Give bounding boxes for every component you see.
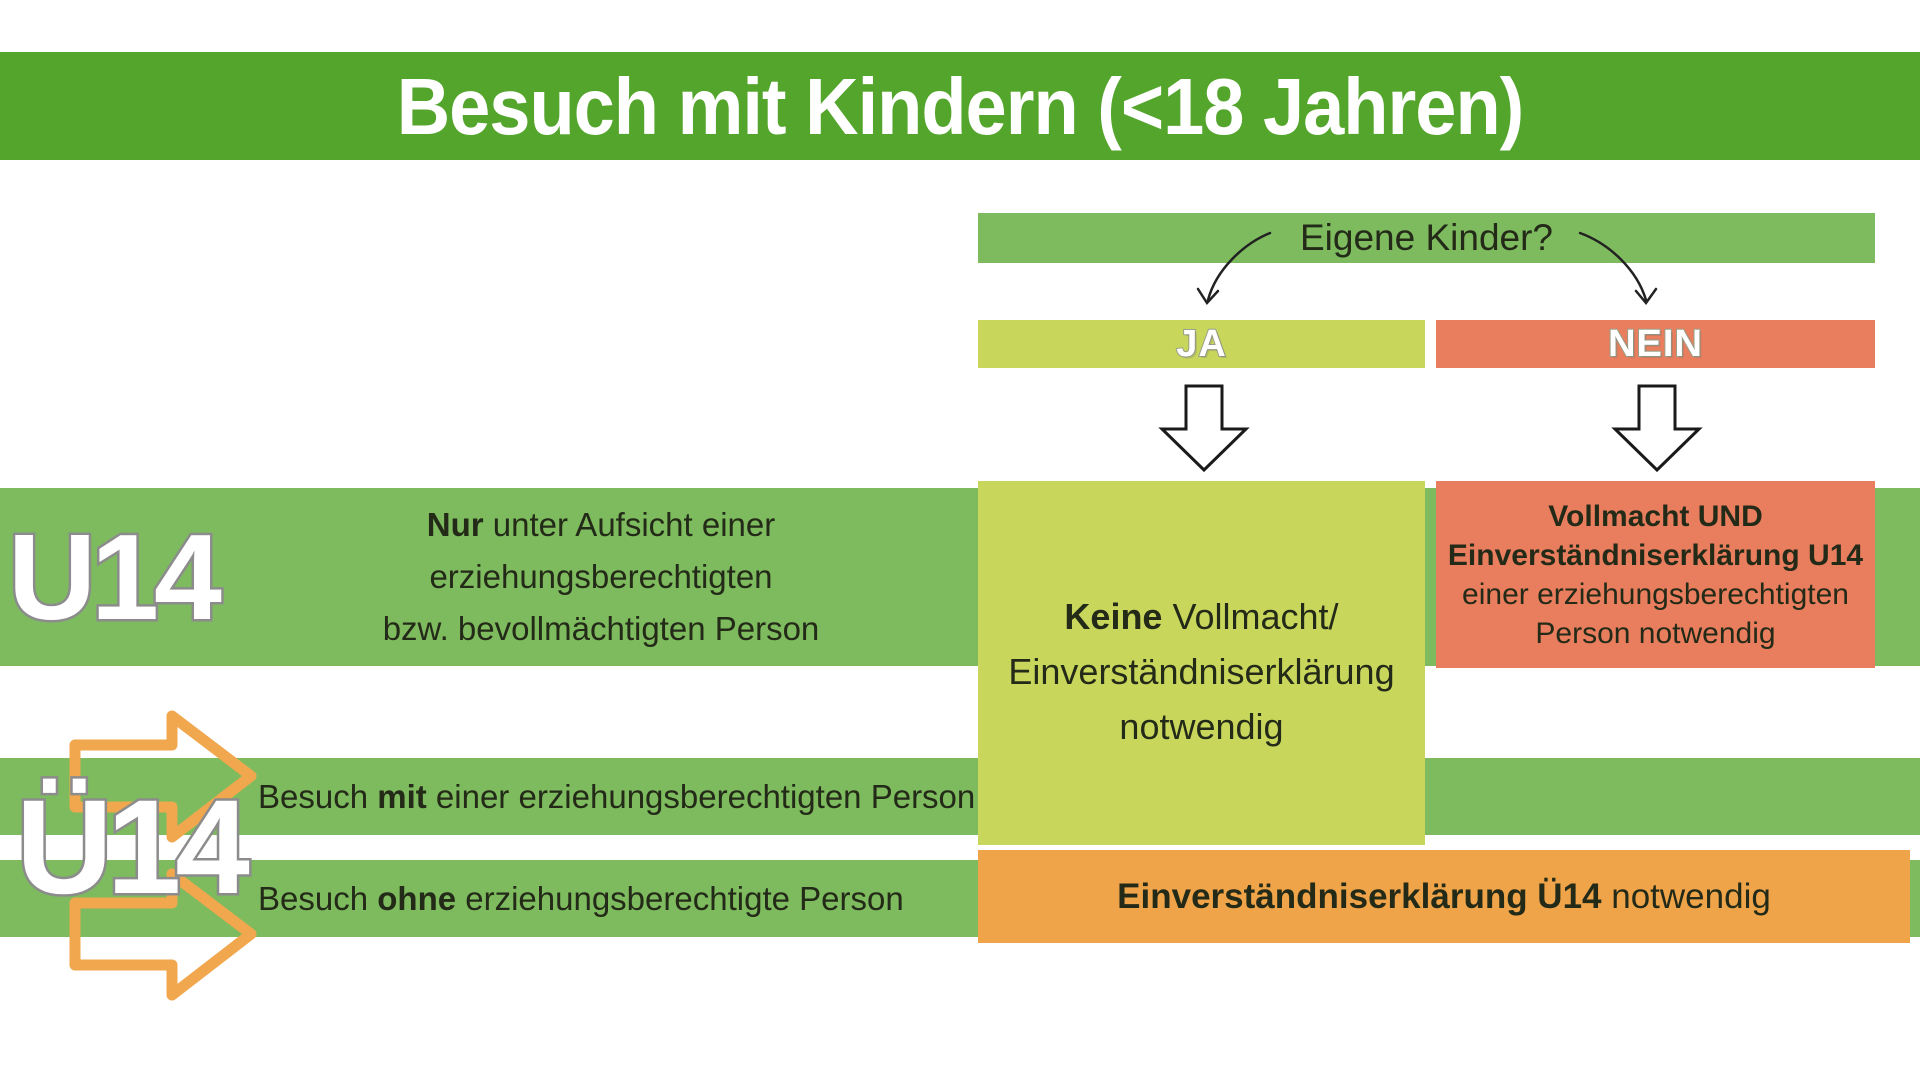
answer-no-bar: NEIN [1436, 320, 1875, 368]
title-banner: Besuch mit Kindern (<18 Jahren) [0, 52, 1920, 160]
ue14-consent-bar: Einverständniserklärung Ü14 notwendig [978, 850, 1910, 943]
no-result-line4: Person notwendig [1535, 616, 1776, 650]
answer-no-label: NEIN [1607, 322, 1703, 366]
ue14-label: Ü14 [14, 771, 253, 925]
no-result-box: Vollmacht UND Einverständniserklärung U1… [1436, 481, 1875, 668]
question-bar: Eigene Kinder? [978, 213, 1875, 263]
answer-yes-bar: JA [978, 320, 1425, 368]
ue14-consent-text: Einverständniserklärung Ü14 notwendig [1117, 876, 1771, 916]
question-label: Eigene Kinder? [1299, 217, 1554, 258]
ue14-without-text: Besuch ohne erziehungsberechtigte Person [258, 879, 904, 917]
u14-rule-line2: bzw. bevollmächtigten Person [382, 610, 820, 647]
page-title: Besuch mit Kindern (<18 Jahren) [396, 61, 1525, 151]
u14-rule-line1: Nur unter Aufsicht einer erziehungsberec… [426, 506, 776, 595]
yes-result-line1: Keine Vollmacht/ [1064, 595, 1339, 637]
yes-result-line3: notwendig [1119, 705, 1284, 747]
ue14-with-row-band [0, 758, 1920, 835]
ue14-with-text: Besuch mit einer erziehungsberechtigten … [258, 777, 976, 815]
no-result-line3: einer erziehungsberechtigten [1462, 577, 1849, 611]
answer-yes-label: JA [1175, 322, 1227, 366]
no-result-line2: Einverständniserklärung U14 [1447, 538, 1864, 572]
u14-rule-text: Nur unter Aufsicht einer erziehungsberec… [255, 488, 947, 666]
yes-result-box: Keine Vollmacht/ Einverständniserklärung… [978, 481, 1425, 845]
down-arrow-no-icon [1611, 384, 1703, 473]
yes-result-line2: Einverständniserklärung [1008, 650, 1395, 692]
u14-label: U14 [6, 507, 225, 648]
down-arrow-yes-icon [1158, 384, 1250, 473]
no-result-line1: Vollmacht UND [1548, 499, 1763, 533]
